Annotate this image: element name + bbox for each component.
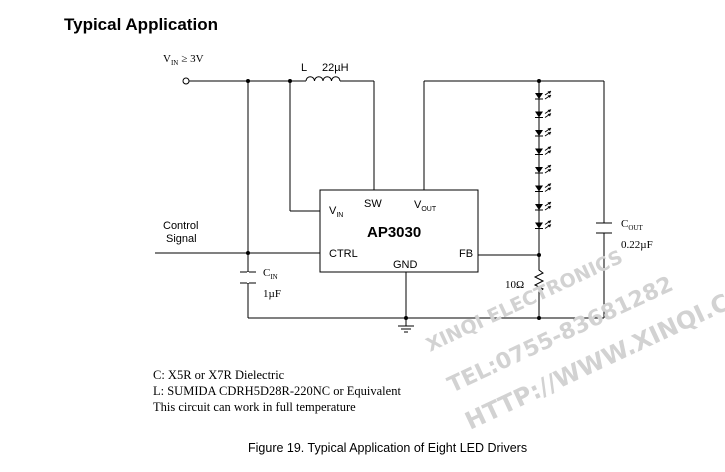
ground-symbol xyxy=(398,325,414,333)
sense-resistor-value: 10Ω xyxy=(505,279,524,291)
led-8 xyxy=(535,220,552,229)
cin-capacitor xyxy=(240,271,256,284)
led-6 xyxy=(535,183,552,192)
watermark: XINQI ELECTRONICS TEL:0755-83681282 HTTP… xyxy=(423,246,725,435)
input-terminal xyxy=(182,77,190,85)
inductor-symbol xyxy=(305,76,341,82)
cin-value: 1µF xyxy=(263,288,281,300)
junction-dots xyxy=(246,79,541,320)
ic-body xyxy=(319,189,479,273)
inductor-value: 22µH xyxy=(322,62,349,74)
ic-pin-sw: SW xyxy=(364,198,382,210)
figure-caption: Figure 19. Typical Application of Eight … xyxy=(248,441,527,455)
led-1 xyxy=(535,90,552,100)
ic-part-name: AP3030 xyxy=(367,224,421,241)
led-string xyxy=(535,90,552,229)
led-7 xyxy=(535,201,552,211)
control-signal-label-2: Signal xyxy=(166,233,197,245)
led-2 xyxy=(535,109,552,118)
ic-pin-vout: VOUT xyxy=(414,199,437,213)
inductor-ref: L xyxy=(301,62,307,74)
note-dielectric: C: X5R or X7R Dielectric xyxy=(153,368,285,382)
cout-value: 0.22µF xyxy=(621,239,653,251)
led-3 xyxy=(535,127,552,137)
note-inductor: L: SUMIDA CDRH5D28R-220NC or Equivalent xyxy=(153,384,401,398)
section-heading: Typical Application xyxy=(64,15,218,34)
cout-capacitor xyxy=(596,222,612,234)
ic-pin-ctrl: CTRL xyxy=(329,248,358,260)
control-signal-label: Control xyxy=(163,220,198,232)
sense-resistor xyxy=(533,265,545,296)
input-voltage-label: VIN≥ 3V xyxy=(163,53,204,67)
cin-label: CIN xyxy=(263,267,278,281)
led-4 xyxy=(535,146,552,155)
led-5 xyxy=(535,164,552,174)
cout-label: COUT xyxy=(621,218,643,232)
ic-pin-gnd: GND xyxy=(393,259,418,271)
note-temperature: This circuit can work in full temperatur… xyxy=(153,400,356,414)
ic-pin-vin: VIN xyxy=(329,205,343,219)
ic-pin-fb: FB xyxy=(459,248,473,260)
